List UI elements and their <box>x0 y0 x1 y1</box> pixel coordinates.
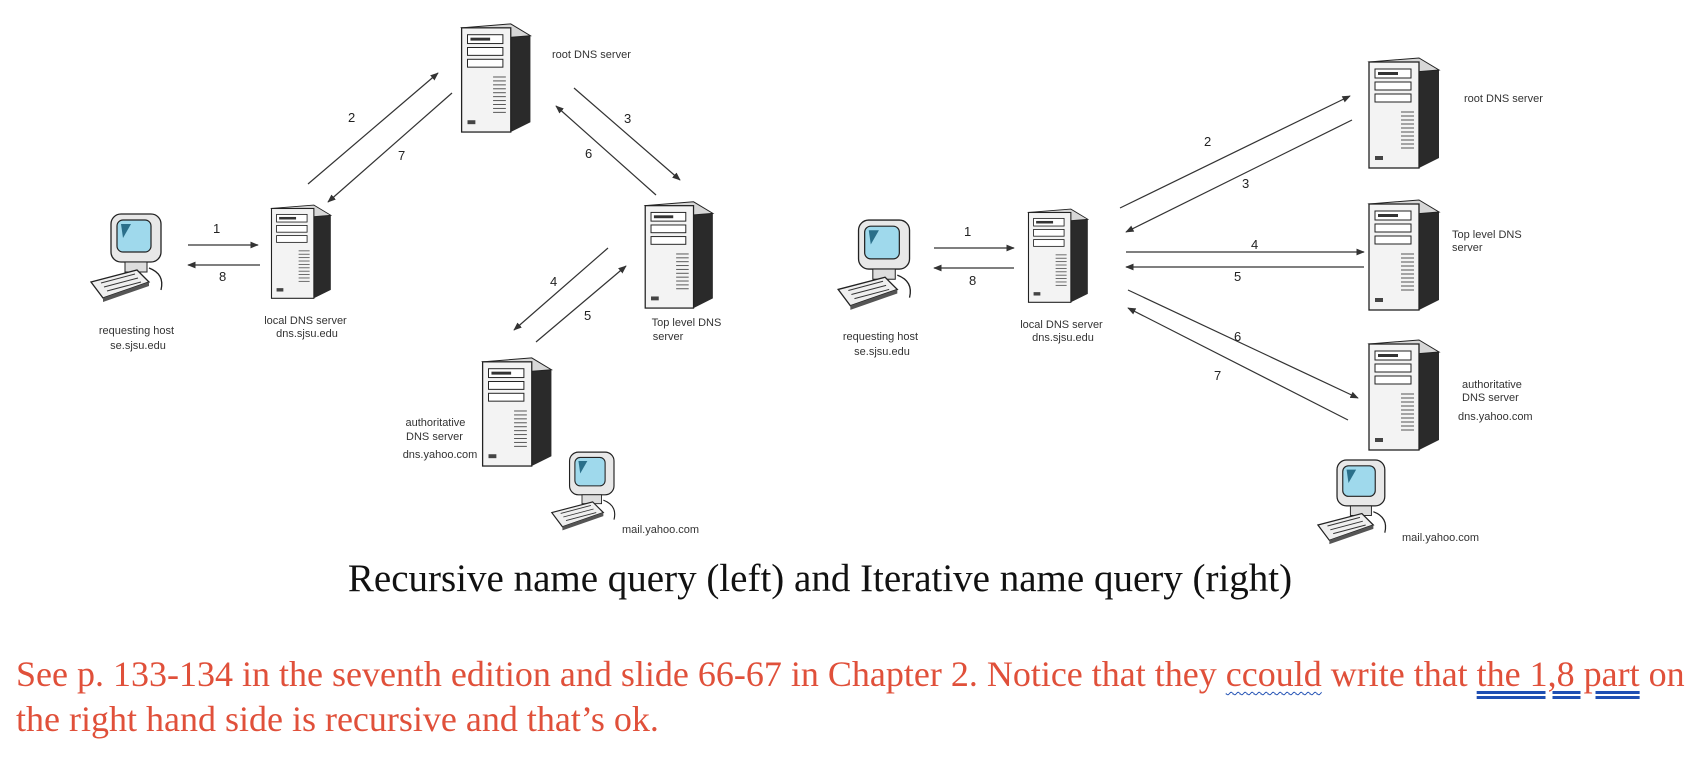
note-underlined-phrase: the 1,8 part <box>1476 654 1640 694</box>
mail-host-icon <box>551 451 616 531</box>
authoritative-dns-server-icon <box>1368 339 1440 451</box>
note-text-3: on the right hand side is recursive and … <box>16 654 1685 739</box>
slide-note: See p. 133-134 in the seventh edition an… <box>16 652 1696 742</box>
step-1-label: 1 <box>964 224 971 239</box>
right-step-numbers: 1 2 3 4 5 6 7 8 <box>964 134 1258 383</box>
local-dns-server-icon <box>270 204 332 299</box>
right-tld-label: Top level DNS server <box>1452 229 1525 254</box>
diagram-caption: Recursive name query (left) and Iterativ… <box>347 557 1293 600</box>
left-host-label: requesting host se.sjsu.edu <box>99 325 177 352</box>
left-root-label: root DNS server <box>552 49 631 61</box>
left-auth-label: authoritative DNS server dns.yahoo.com <box>403 417 478 461</box>
requesting-host-icon <box>837 219 912 311</box>
note-text-2: write that <box>1321 654 1477 694</box>
local-dns-server-icon <box>1027 208 1089 303</box>
requesting-host-icon <box>90 213 163 303</box>
arrow-6 <box>555 105 657 196</box>
left-local-label: local DNS server dns.sjsu.edu <box>264 315 350 340</box>
step-3-label: 3 <box>624 111 631 126</box>
arrow-3 <box>1125 119 1353 233</box>
mail-host-icon <box>1317 459 1387 545</box>
note-misspelled-word: ccould <box>1225 654 1322 694</box>
arrow-2 <box>307 72 439 185</box>
step-5-label: 5 <box>584 308 591 323</box>
recursive-query-diagram: requesting host se.sjsu.edu local DNS se… <box>90 23 725 536</box>
iterative-query-diagram: requesting host se.sjsu.edu local DNS se… <box>837 57 1543 545</box>
step-2-label: 2 <box>1204 134 1211 149</box>
arrow-7 <box>1127 307 1349 421</box>
left-tld-label: Top level DNS server <box>652 317 725 343</box>
arrow-7 <box>327 92 453 203</box>
arrow-6 <box>1127 289 1359 399</box>
left-mail-label: mail.yahoo.com <box>622 524 699 536</box>
step-3-label: 3 <box>1242 176 1249 191</box>
authoritative-dns-server-icon <box>481 357 553 467</box>
right-mail-label: mail.yahoo.com <box>1402 532 1479 544</box>
step-4-label: 4 <box>550 274 557 289</box>
note-text-1: See p. 133-134 in the seventh edition an… <box>16 654 1226 694</box>
root-dns-server-icon <box>460 23 532 133</box>
step-6-label: 6 <box>585 146 592 161</box>
step-8-label: 8 <box>969 273 976 288</box>
arrow-4 <box>513 247 609 331</box>
tld-dns-server-icon <box>644 201 714 309</box>
tld-dns-server-icon <box>1368 199 1440 311</box>
step-1-label: 1 <box>213 221 220 236</box>
right-root-label: root DNS server <box>1464 93 1543 105</box>
right-local-label: local DNS server dns.sjsu.edu <box>1020 319 1106 344</box>
step-4-label: 4 <box>1251 237 1258 252</box>
right-host-label: requesting host se.sjsu.edu <box>843 331 921 358</box>
arrow-3 <box>573 87 681 181</box>
step-7-label: 7 <box>1214 368 1221 383</box>
step-7-label: 7 <box>398 148 405 163</box>
step-2-label: 2 <box>348 110 355 125</box>
dns-query-diagram: requesting host se.sjsu.edu local DNS se… <box>90 23 1543 545</box>
arrow-2 <box>1119 95 1351 209</box>
left-arrows <box>187 72 681 343</box>
step-5-label: 5 <box>1234 269 1241 284</box>
arrow-5 <box>535 265 627 343</box>
left-step-numbers: 1 2 3 4 5 6 7 8 <box>213 110 631 323</box>
step-8-label: 8 <box>219 269 226 284</box>
right-auth-label: authoritative DNS server dns.yahoo.com <box>1458 379 1533 423</box>
right-arrows <box>933 95 1365 421</box>
step-6-label: 6 <box>1234 329 1241 344</box>
root-dns-server-icon <box>1368 57 1440 169</box>
